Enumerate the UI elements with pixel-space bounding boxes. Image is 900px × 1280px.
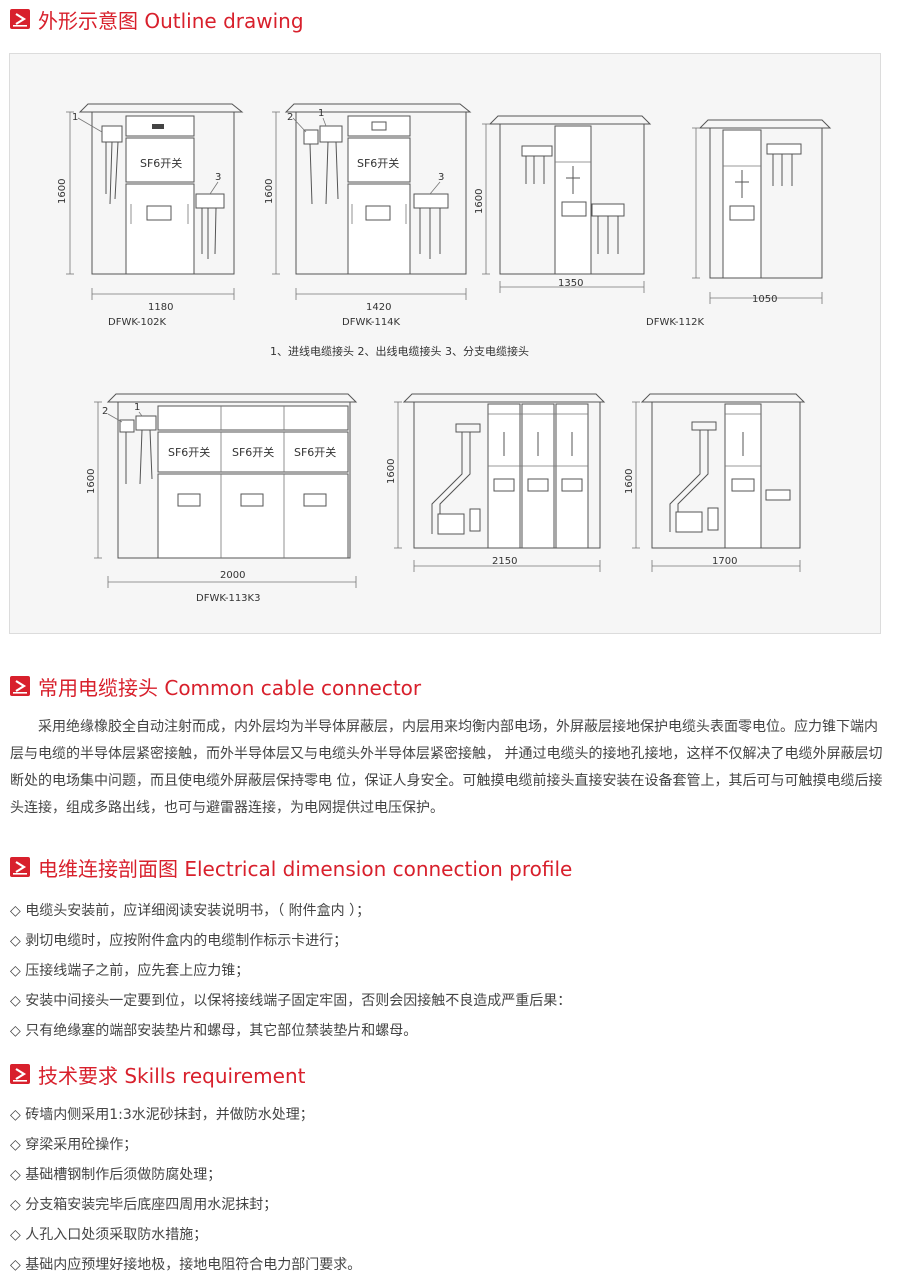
- switch-label: SF6开关: [294, 445, 336, 459]
- list-item: ◇ 电缆头安装前，应详细阅读安装说明书，（ 附件盒内 ）；: [10, 903, 371, 919]
- dimension-height: 1600: [264, 179, 275, 204]
- list-item: ◇ 分支箱安装完毕后底座四周用水泥抹封；: [10, 1197, 278, 1213]
- callout-label: 2: [102, 406, 108, 417]
- section-title-outline: 外形示意图 Outline drawing: [38, 8, 304, 33]
- callout-label: 2: [287, 112, 293, 123]
- switch-label: SF6开关: [357, 156, 399, 170]
- dimension-width: 1180: [148, 302, 173, 313]
- unit-1700: 1600 1700: [624, 393, 806, 572]
- outline-section-header: 外形示意图 Outline drawing: [10, 7, 304, 33]
- switch-label: SF6开关: [140, 156, 182, 170]
- switch-label: SF6开关: [232, 445, 274, 459]
- callout-label: 3: [438, 172, 444, 183]
- dimension-width: 2150: [492, 556, 517, 567]
- switch-label: SF6开关: [168, 445, 210, 459]
- outline-drawing-figure: .ln { stroke:#555; stroke-width:1; fill:…: [57, 103, 832, 604]
- callout-label: 1: [72, 112, 78, 123]
- dimension-width: 2000: [220, 570, 245, 581]
- unit-2150: 1600 2150: [386, 393, 606, 572]
- callout-label: 3: [215, 172, 221, 183]
- dimension-width: 1050: [752, 294, 777, 305]
- list-item: ◇ 只有绝缘塞的端部安装垫片和螺母，其它部位禁装垫片和螺母。: [10, 1023, 418, 1039]
- model-label: DFWK-113K3: [196, 593, 260, 604]
- list-item: ◇ 剥切电缆时，应按附件盒内的电缆制作标示卡进行；: [10, 933, 348, 949]
- unit-1050: 1050: [692, 119, 832, 305]
- list-item: ◇ 压接线端子之前，应先套上应力锥；: [10, 963, 250, 979]
- unit-dfwk-112k: 1600 1350 DFWK-112K: [474, 115, 705, 328]
- profile-section-header: 电维连接剖面图 Electrical dimension connection …: [10, 855, 573, 881]
- callout-label: 1: [134, 402, 140, 413]
- profile-list: ◇ 电缆头安装前，应详细阅读安装说明书，（ 附件盒内 ）； ◇ 剥切电缆时，应按…: [10, 896, 571, 1046]
- connector-section-header: 常用电缆接头 Common cable connector: [10, 674, 422, 700]
- model-label: DFWK-112K: [646, 317, 705, 328]
- unit-dfwk-113k3: SF6开关 SF6开关 SF6开关 2 1 1600 2000 DFWK-113…: [86, 393, 358, 604]
- list-item: ◇ 基础内应预埋好接地极，接地电阻符合电力部门要求。: [10, 1257, 362, 1273]
- section-badge-icon: [10, 857, 30, 877]
- unit-dfwk-102k: SF6开关 1 3 1600 1180 DFWK-102K: [57, 103, 244, 328]
- list-item: ◇ 砖墙内侧采用1:3水泥砂抹封，并做防水处理；: [10, 1107, 314, 1123]
- dimension-height: 1600: [624, 469, 635, 494]
- list-item: ◇ 基础槽钢制作后须做防腐处理；: [10, 1167, 222, 1183]
- section-badge-icon: [10, 676, 30, 696]
- section-title-skills: 技术要求 Skills requirement: [38, 1063, 306, 1088]
- model-label: DFWK-114K: [342, 317, 401, 328]
- dimension-height: 1600: [57, 179, 68, 204]
- dimension-width: 1420: [366, 302, 391, 313]
- connector-description: 采用绝缘橡胶全自动注射而成，内外层均为半导体屏蔽层，内层用来均衡内部电场，外屏蔽…: [10, 719, 883, 816]
- dimension-height: 1600: [386, 459, 397, 484]
- list-item: ◇ 安装中间接头一定要到位，以保将接线端子固定牢固，否则会因接触不良造成严重后果…: [10, 993, 572, 1009]
- model-label: DFWK-102K: [108, 317, 167, 328]
- dimension-height: 1600: [474, 189, 485, 214]
- section-title-profile: 电维连接剖面图 Electrical dimension connection …: [38, 856, 573, 881]
- section-title-connector: 常用电缆接头 Common cable connector: [38, 675, 422, 700]
- skills-list: ◇ 砖墙内侧采用1:3水泥砂抹封，并做防水处理； ◇ 穿梁采用砼操作； ◇ 基础…: [10, 1100, 361, 1280]
- outline-drawing-panel: .ln { stroke:#555; stroke-width:1; fill:…: [9, 53, 881, 634]
- dimension-width: 1700: [712, 556, 737, 567]
- section-badge-icon: [10, 9, 30, 29]
- callout-label: 1: [318, 108, 324, 119]
- list-item: ◇ 穿梁采用砼操作；: [10, 1137, 138, 1153]
- section-badge-icon: [10, 1064, 30, 1084]
- list-item: ◇ 人孔入口处须采取防水措施；: [10, 1227, 208, 1243]
- dimension-width: 1350: [558, 278, 583, 289]
- drawing-legend: 1、进线电缆接头 2、出线电缆接头 3、分支电缆接头: [270, 344, 529, 358]
- skills-section-header: 技术要求 Skills requirement: [10, 1062, 306, 1088]
- unit-dfwk-114k: SF6开关 2 1 3 1600 1420 DFWK-114K: [264, 103, 472, 328]
- dimension-height: 1600: [86, 469, 97, 494]
